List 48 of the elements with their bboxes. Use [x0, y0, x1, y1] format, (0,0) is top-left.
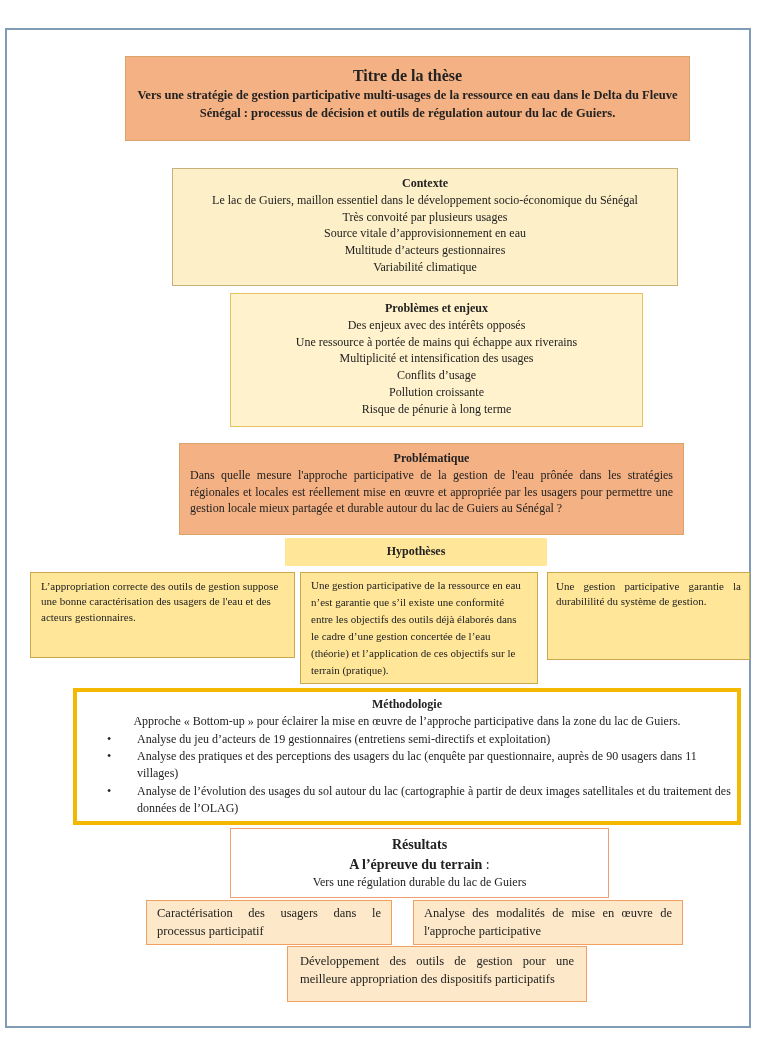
- bullet-marker: •: [107, 749, 112, 764]
- body-text: Source vitale d’approvisionnement en eau: [323, 225, 527, 243]
- research-question-box: [179, 443, 684, 535]
- heading: Méthodologie: [371, 696, 443, 713]
- body-text: Multiplicité et intensification des usages: [338, 350, 535, 368]
- result-box: [413, 900, 683, 945]
- body-text: Vers une stratégie de gestion participative multi-usages de la ressource en eau dans le Delta du Fleuve Sénégal : processus de décision et outils de régulation autour du lac de Guiers.: [136, 87, 679, 122]
- bullet-item: Analyse de l’évolution des usages du sol autour du lac (cartographie à partir de deux images satellitales et du traitement des données de l’OLAG): [137, 783, 731, 817]
- heading: Résultats: [390, 836, 449, 854]
- heading: Titre de la thèse: [351, 66, 464, 86]
- body-text: Approche « Bottom-up » pour éclairer la mise en œuvre de l’approche participative dans la zone du lac de Guiers.: [132, 712, 682, 730]
- body-text: Variabilité climatique: [372, 259, 478, 276]
- heading: Problèmes et enjeux: [383, 300, 490, 317]
- bullet-item: Analyse des pratiques et des perceptions des usagers du lac (enquête par questionnaire, auprès de 90 usagers dans 11 villages): [137, 748, 698, 782]
- body-text: Multitude d’acteurs gestionnaires: [343, 242, 507, 259]
- heading: Problématique: [392, 450, 471, 467]
- title-box: [125, 56, 690, 141]
- bullet-marker: •: [107, 784, 112, 798]
- body-text: Une ressource à portée de mains qui échappe aux riverains: [294, 333, 579, 351]
- text: Développement des outils de gestion pour une meilleure appropriation des dispositifs participatifs: [300, 953, 574, 988]
- hypothesis-box: [30, 572, 295, 658]
- result-box: [287, 946, 587, 1002]
- text: Une gestion participative garantie la durabililité du système de gestion.: [556, 579, 741, 610]
- results-box: [230, 828, 609, 898]
- body-text: Vers une régulation durable du lac de Guiers: [311, 874, 528, 891]
- body-text: Le lac de Guiers, maillon essentiel dans le développement socio-économique du Sénégal: [211, 191, 639, 209]
- methodology-box: [73, 688, 741, 825]
- hypothesis-box: [300, 572, 538, 685]
- heading: Contexte: [401, 175, 449, 192]
- body-text: Risque de pénurie à long terme: [360, 400, 513, 418]
- body-text: Pollution croissante: [388, 384, 485, 401]
- hypothesis-box: [547, 572, 750, 660]
- hypotheses-band: [285, 538, 547, 566]
- result-box: [146, 900, 392, 945]
- text: Caractérisation des usagers dans le processus participatif: [157, 905, 381, 940]
- bullet-item: Analyse du jeu d’acteurs de 19 gestionnaires (entretiens semi-directifs et exploitation): [137, 730, 551, 748]
- bullet-marker: •: [107, 731, 112, 746]
- text: Une gestion participative de la ressource en eau n’est garantie que s’il existe une conformité entre les objectifs des outils déjà élaborés dans le cadre d’une gestion concertée de l’eau (théorie) et l’application de ces objectifs sur le terrain (pratique).: [311, 578, 522, 679]
- body-text: Conflits d’usage: [396, 367, 477, 384]
- text: Hypothèses: [385, 543, 447, 560]
- context-box: [172, 168, 678, 286]
- body-text: Très convoité par plusieurs usages: [341, 208, 509, 226]
- text: L’appropriation correcte des outils de gestion suppose une bonne caractérisation des usagers de l'eau et des acteurs gestionnaires.: [41, 579, 280, 625]
- text: Analyse des modalités de mise en œuvre de l'approche participative: [424, 905, 672, 940]
- body-text: Des enjeux avec des intérêts opposés: [346, 316, 527, 334]
- body-text: Dans quelle mesure l'approche participative de la gestion de l'eau prônée dans les stratégies régionales et locales est réellement mise en œuvre et appropriée par les usagers pour permettre une gestion locale mieux partagée et durable autour du lac de Guiers au Sénégal ?: [190, 466, 673, 518]
- problems-box: [230, 293, 643, 427]
- body-text: A l’épreuve du terrain :: [348, 855, 491, 874]
